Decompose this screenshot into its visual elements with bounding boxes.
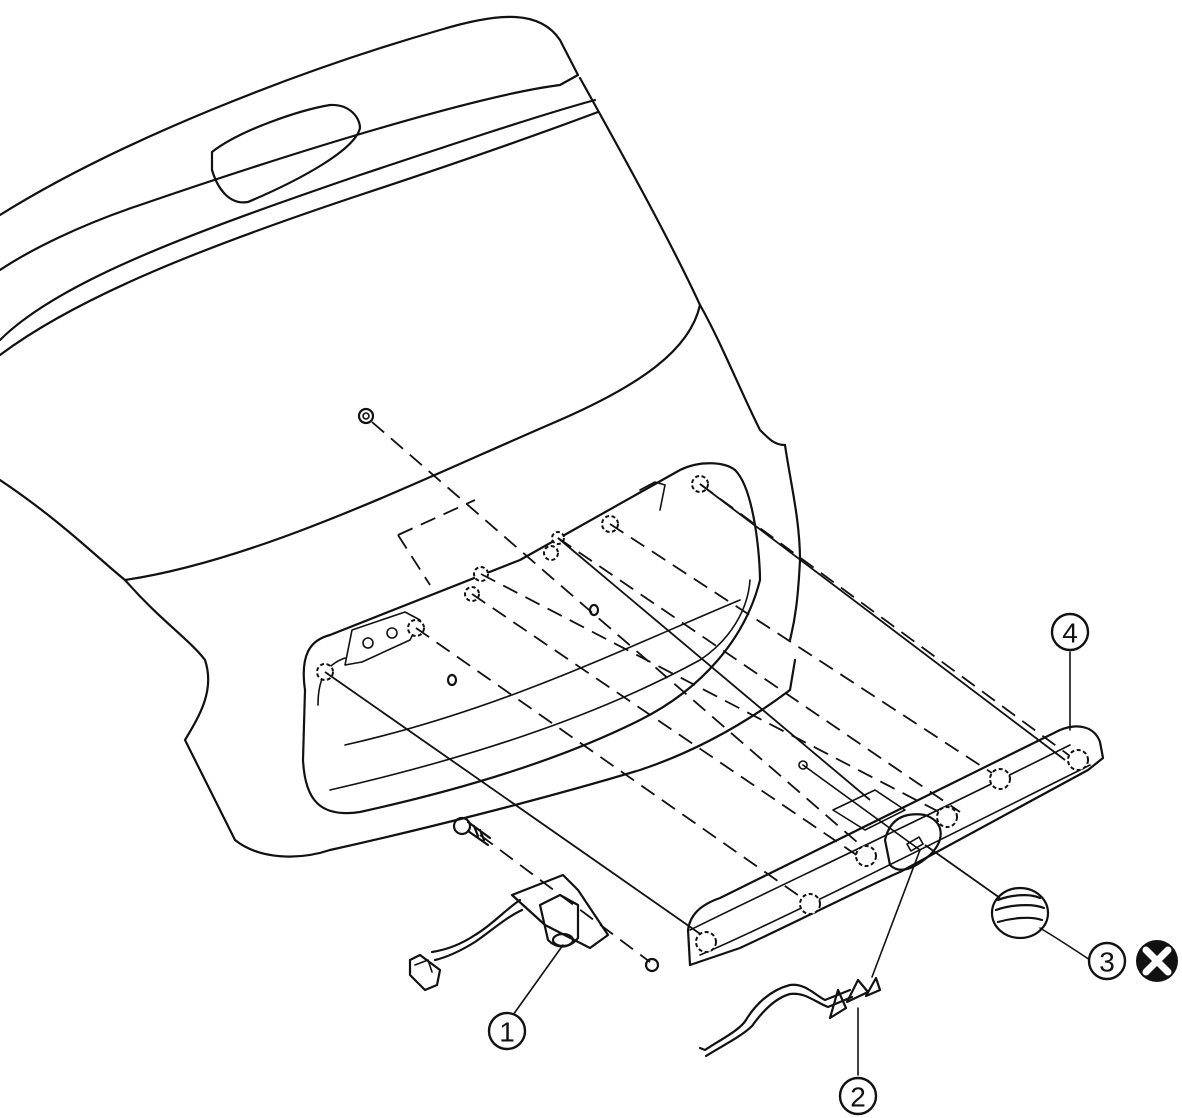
callout-2: 2: [838, 1076, 878, 1116]
clip-icon: [1067, 749, 1089, 771]
callout-leaders: [512, 651, 1091, 1076]
triangle-mark-icon: [864, 976, 882, 998]
high-mount-stop-lamp: [210, 103, 362, 204]
callout-3: 3: [1087, 941, 1127, 981]
nut-icon: [357, 407, 375, 425]
svg-text:2: 2: [850, 1082, 866, 1113]
svg-text:3: 3: [1099, 947, 1115, 978]
triangle-mark-icon: [828, 988, 848, 1020]
cross-circle-icon: [1136, 940, 1178, 982]
harness-wire: [698, 983, 852, 1052]
cover-plate: [832, 789, 906, 831]
lamp-base: [510, 873, 610, 950]
recess-tab: [639, 481, 666, 511]
lamp-connector: [408, 953, 442, 992]
license-recess: [301, 462, 762, 815]
clip-icon: [936, 806, 958, 828]
clip-icon: [799, 893, 821, 915]
svg-text:4: 4: [1062, 618, 1078, 649]
lamp-harness: [430, 898, 522, 954]
recess-hole: [588, 603, 600, 617]
lamp-clip: [644, 957, 660, 973]
screw-icon: [452, 816, 492, 847]
finisher: [686, 725, 1105, 967]
assembly-leader-lines: [324, 421, 1071, 963]
callout-4: 4: [1050, 612, 1090, 652]
clip-icon: [543, 545, 559, 561]
recess-hole: [446, 673, 458, 687]
cap-assembly: [924, 844, 1050, 940]
back-door-panel: [0, 15, 802, 858]
clip-icon: [989, 768, 1011, 790]
bracket-hole-left: [362, 637, 374, 649]
bracket: [344, 611, 421, 666]
cap-icon: [990, 886, 1050, 940]
clip-icon: [855, 845, 877, 867]
callout-1: 1: [487, 1011, 527, 1051]
bracket-hole-right: [386, 627, 398, 639]
handle-opening: [883, 813, 942, 871]
svg-text:1: 1: [499, 1017, 515, 1048]
clip-icon: [695, 931, 717, 953]
harness-assembly: [698, 849, 921, 1058]
triangle-mark-icon: [845, 978, 870, 1004]
license-lamp-assembly: [408, 816, 660, 992]
